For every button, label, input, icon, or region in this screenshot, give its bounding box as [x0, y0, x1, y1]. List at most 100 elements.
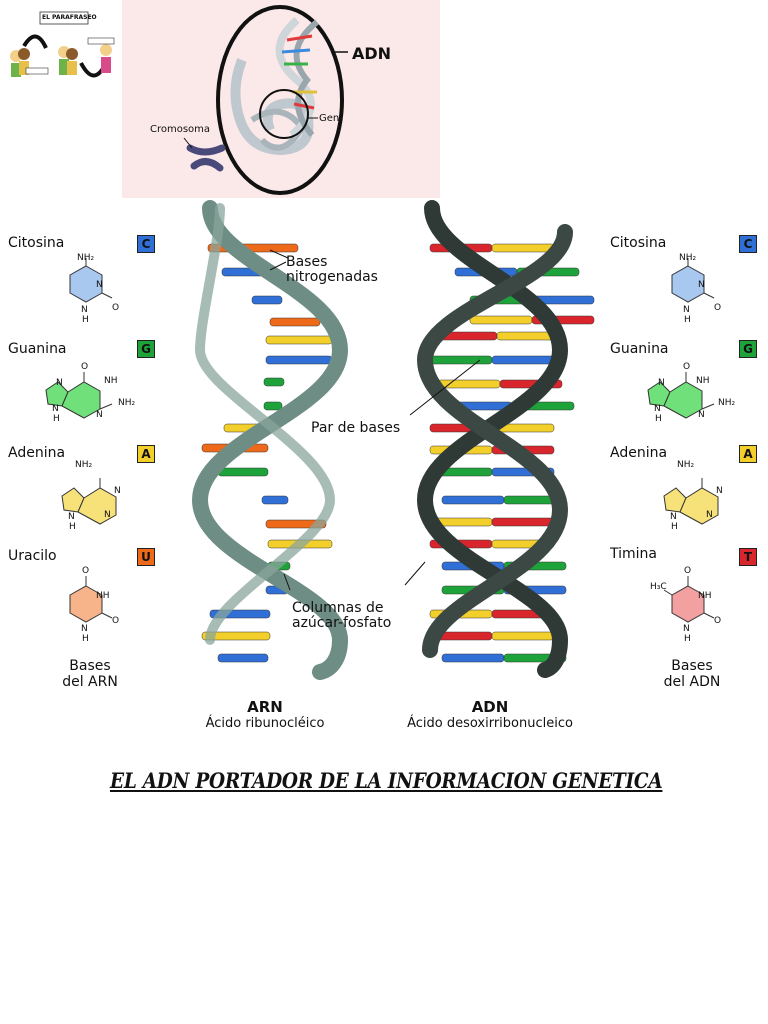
thumbnail-title: EL PARAFRASEO — [42, 14, 97, 21]
adn-rung — [491, 631, 555, 641]
gen-label: Gen — [319, 113, 340, 124]
arn-rung — [263, 377, 285, 387]
arn-subtitle: Ácido ribunocléico — [205, 716, 325, 731]
cytosine-n2: N — [81, 305, 88, 315]
adn-rung — [441, 495, 505, 505]
adenine-n2: N — [104, 510, 111, 520]
chromosome-illustration — [183, 5, 348, 195]
right-badge-t: T — [739, 548, 757, 566]
bases-nitrogenadas-line1: Bases — [286, 254, 328, 270]
adenine-right-n: N — [716, 486, 723, 496]
adenine-right-h: H — [671, 522, 678, 532]
left-base-name-uracilo: Uracilo — [8, 548, 57, 564]
cytosine-nh2: NH₂ — [77, 253, 95, 263]
adn-subtitle: Ácido desoxirribonucleico — [407, 716, 573, 731]
right-caption: Bases del ADN — [642, 658, 742, 690]
arn-rung — [269, 317, 321, 327]
left-badge-g: G — [137, 340, 155, 358]
right-badge-a: A — [739, 445, 757, 463]
arn-rung — [217, 467, 269, 477]
adenine-molecule — [61, 478, 117, 525]
guanine-right-n: N — [658, 378, 665, 388]
thymine-h3c: H₃C — [650, 582, 667, 592]
uracil-n: N — [81, 624, 88, 634]
thymine-n: N — [683, 624, 690, 634]
columnas-label: Columnas de azúcar-fosfato — [292, 601, 391, 631]
adn-rung — [491, 243, 555, 253]
bases-nitrogenadas-line2: nitrogenadas — [286, 269, 378, 285]
guanine-right-o: O — [683, 362, 691, 372]
guanine-n: N — [56, 378, 63, 388]
arn-rung — [261, 495, 289, 505]
right-base-name-adenina: Adenina — [610, 445, 668, 461]
adenine-n: N — [114, 486, 121, 496]
arn-caption: ARN Ácido ribunocléico — [176, 698, 354, 731]
right-caption-line2: del ADN — [663, 674, 721, 690]
adn-rung — [491, 517, 555, 527]
helix-diagram — [191, 200, 595, 680]
arn-title: ARN — [247, 698, 283, 716]
guanine-right-nh: NH — [696, 376, 710, 386]
left-base-name-guanina: Guanina — [8, 341, 67, 357]
arn-rung — [265, 355, 333, 365]
cytosine-right-n2: N — [683, 305, 690, 315]
guanine-right-n2: N — [654, 404, 661, 414]
cytosine-right-nh2: NH₂ — [679, 253, 697, 263]
thymine-nh: NH — [698, 591, 712, 601]
adenine-n3: N — [68, 512, 75, 522]
guanine-right-h: H — [655, 414, 662, 424]
uracil-o2: O — [112, 616, 120, 626]
left-badge-a: A — [137, 445, 155, 463]
adn-title: ADN — [471, 698, 509, 716]
guanine-h: H — [53, 414, 60, 424]
cytosine-o: O — [112, 303, 120, 313]
guanine-molecule-right — [647, 372, 715, 419]
columnas-line1: Columnas de — [292, 600, 384, 616]
adn-caption: ADN Ácido desoxirribonucleico — [380, 698, 600, 731]
arn-rung — [201, 631, 271, 641]
adenine-right-n2: N — [706, 510, 713, 520]
adn-rung — [437, 379, 501, 389]
chromosome-figure: ADN Gen Cromosoma — [122, 0, 440, 198]
uracil-molecule — [69, 576, 113, 623]
adn-backbone-right — [416, 224, 573, 658]
cytosine-right-o: O — [714, 303, 722, 313]
left-caption-line1: Bases — [69, 658, 111, 674]
cytosine-right-n: N — [698, 280, 705, 290]
guanine-n3: N — [96, 410, 103, 420]
page-heading: EL ADN PORTADOR DE LA INFORMACION GENETI… — [110, 768, 663, 793]
adenine-h: H — [69, 522, 76, 532]
right-badge-g: G — [739, 340, 757, 358]
adn-label: ADN — [352, 44, 392, 63]
guanine-right-nh2: NH₂ — [718, 398, 736, 408]
guanine-nh: NH — [104, 376, 118, 386]
thymine-o2: O — [714, 616, 722, 626]
left-badge-c: C — [137, 235, 155, 253]
adn-rung — [429, 355, 493, 365]
left-badge-u: U — [137, 548, 155, 566]
right-base-name-citosina: Citosina — [610, 235, 667, 251]
bases-nitrogenadas-label: Bases nitrogenadas — [286, 255, 378, 285]
cytosine-h: H — [82, 315, 89, 325]
right-base-name-guanina: Guanina — [610, 341, 669, 357]
arn-rung — [263, 401, 283, 411]
cytosine-molecule — [69, 258, 113, 303]
cromosoma-label: Cromosoma — [150, 124, 211, 135]
arn-rung — [265, 335, 333, 345]
arn-backbone-back — [194, 203, 336, 645]
adenine-nh2: NH₂ — [75, 460, 93, 470]
uracil-h: H — [82, 634, 89, 644]
arn-rung — [251, 295, 283, 305]
right-base-name-timina: Timina — [610, 546, 657, 562]
guanine-o: O — [81, 362, 89, 372]
arn-rung — [217, 653, 269, 663]
thymine-h: H — [684, 634, 691, 644]
cytosine-n: N — [96, 280, 103, 290]
right-badge-c: C — [739, 235, 757, 253]
par-de-bases-label: Par de bases — [311, 420, 401, 436]
adn-rung — [469, 315, 533, 325]
adn-rung — [441, 653, 505, 663]
adenine-right-nh2: NH₂ — [677, 460, 695, 470]
right-caption-line1: Bases — [671, 658, 713, 674]
paraphrase-thumbnail: EL PARAFRASEO — [6, 8, 122, 94]
